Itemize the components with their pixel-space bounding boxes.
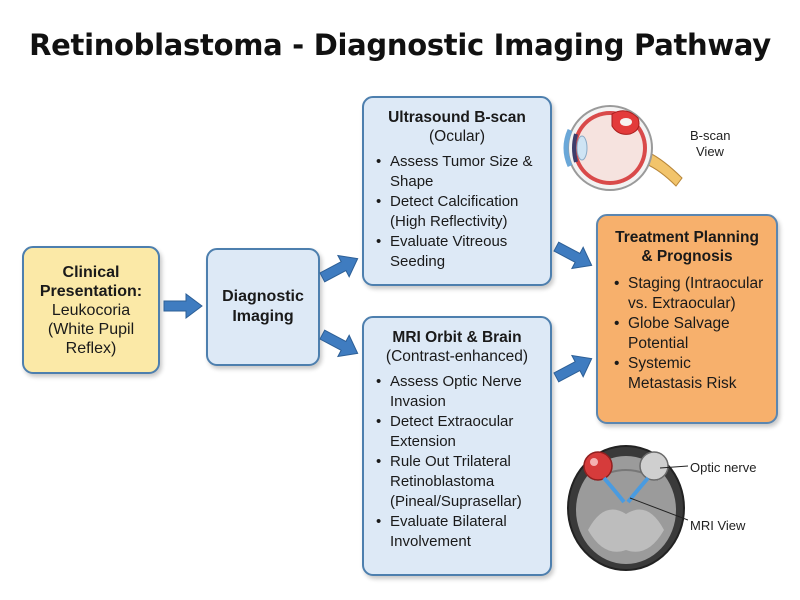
ultrasound-title: Ultrasound B-scan — [388, 109, 526, 126]
clinical-line4: (White Pupil — [47, 320, 135, 338]
diagnostic-line1: Diagnostic — [222, 288, 304, 305]
mri-bullet: Rule Out Trilateral Retinoblastoma (Pine… — [372, 452, 542, 512]
mri-bullet: Assess Optic Nerve Invasion — [372, 372, 542, 412]
clinical-line3: Leukocoria — [51, 301, 131, 319]
diagram-title: Retinoblastoma - Diagnostic Imaging Path… — [29, 28, 771, 62]
arrow-ultrasound-to-treatment-icon — [553, 241, 593, 270]
optic-nerve-label: Optic nerve — [690, 460, 757, 475]
mri-bullet: Evaluate Bilateral Involvement — [372, 512, 542, 552]
mri-subtitle: (Contrast-enhanced) — [385, 348, 529, 365]
diagnostic-line2: Imaging — [232, 308, 294, 325]
treatment-title-line2: & Prognosis — [641, 248, 733, 265]
ultrasound-bullet-list: Assess Tumor Size & Shape Detect Calcifi… — [372, 152, 542, 272]
clinical-heading-line1: Clinical — [62, 263, 120, 281]
ultrasound-bullet: Detect Calcification (High Reflectivity) — [372, 192, 542, 232]
ultrasound-subtitle: (Ocular) — [429, 128, 485, 145]
diagnostic-imaging-box: Diagnostic Imaging — [206, 248, 320, 366]
mri-brain-axial-icon — [567, 445, 688, 571]
arrow-mri-to-treatment-icon — [553, 354, 593, 383]
clinical-line5: Reflex) — [65, 339, 117, 357]
treatment-bullet-list: Staging (Intraocular vs. Extraocular) Gl… — [606, 274, 768, 394]
mri-title: MRI Orbit & Brain — [392, 329, 522, 346]
bscan-label-line1: B-scan — [690, 128, 731, 143]
ultrasound-bullet: Assess Tumor Size & Shape — [372, 152, 542, 192]
ultrasound-bullet: Evaluate Vitreous Seeding — [372, 232, 542, 272]
mri-box: MRI Orbit & Brain (Contrast-enhanced) As… — [362, 316, 552, 576]
mri-bullet: Detect Extraocular Extension — [372, 412, 542, 452]
clinical-heading-line2: Presentation: — [39, 282, 143, 300]
treatment-bullet: Staging (Intraocular vs. Extraocular) — [610, 274, 768, 314]
mri-view-label: MRI View — [690, 518, 746, 533]
treatment-bullet: Systemic Metastasis Risk — [610, 354, 768, 394]
treatment-title-line1: Treatment Planning — [615, 229, 759, 246]
clinical-presentation-box: Clinical Presentation: Leukocoria (White… — [22, 246, 160, 374]
arrow-diagnostic-to-ultrasound-icon — [319, 254, 359, 283]
arrow-diagnostic-to-mri-icon — [319, 329, 359, 358]
ultrasound-box: Ultrasound B-scan (Ocular) Assess Tumor … — [362, 96, 552, 286]
arrow-clinical-to-diagnostic-icon — [163, 293, 203, 319]
treatment-bullet: Globe Salvage Potential — [610, 314, 768, 354]
bscan-label-line2: View — [696, 144, 724, 159]
mri-bullet-list: Assess Optic Nerve Invasion Detect Extra… — [372, 372, 542, 552]
eye-cross-section-icon — [563, 105, 683, 191]
treatment-planning-box: Treatment Planning & Prognosis Staging (… — [596, 214, 778, 424]
